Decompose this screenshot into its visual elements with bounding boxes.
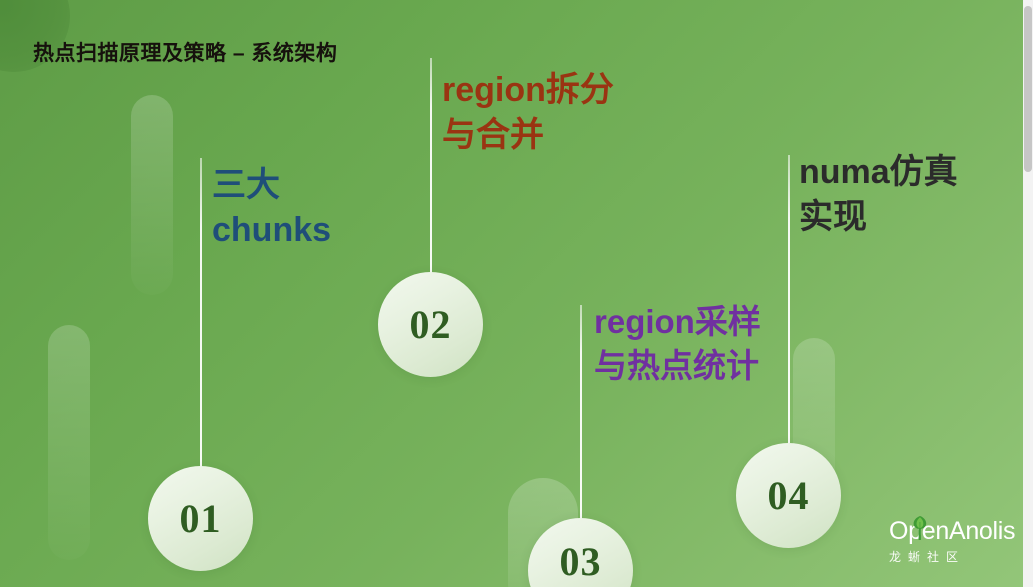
node-label-01: 三大 chunks — [212, 166, 332, 249]
node-circle-02[interactable]: 02 — [378, 272, 483, 377]
scrollbar-thumb[interactable] — [1024, 6, 1032, 172]
connector-line-02 — [430, 58, 432, 280]
node-label-04: numa仿真 实现 — [799, 153, 958, 236]
node-number-04: 04 — [767, 472, 810, 518]
node-number-02: 02 — [409, 301, 452, 347]
openanolis-logo: OpenAnolis 龙蜥社区 — [889, 516, 1023, 575]
tree-icon — [913, 516, 927, 540]
connector-line-01 — [200, 158, 202, 468]
decorative-pill-2 — [48, 325, 90, 560]
node-label-02: region拆分 与合并 — [442, 71, 614, 154]
slide-title: 热点扫描原理及策略 – 系统架构 — [33, 42, 338, 65]
node-circle-01[interactable]: 01 — [148, 466, 253, 571]
connector-line-04 — [788, 155, 790, 443]
scrollbar-track[interactable] — [1023, 0, 1033, 587]
node-number-03: 03 — [559, 538, 602, 584]
decorative-pill-1 — [131, 95, 173, 295]
node-circle-04[interactable]: 04 — [736, 443, 841, 548]
connector-line-03 — [580, 305, 582, 519]
logo-wordmark: OpenAnolis — [889, 517, 1016, 545]
node-label-03: region采样 与热点统计 — [594, 303, 761, 384]
logo-subtitle: 龙蜥社区 — [889, 550, 966, 564]
node-number-01: 01 — [179, 495, 222, 541]
